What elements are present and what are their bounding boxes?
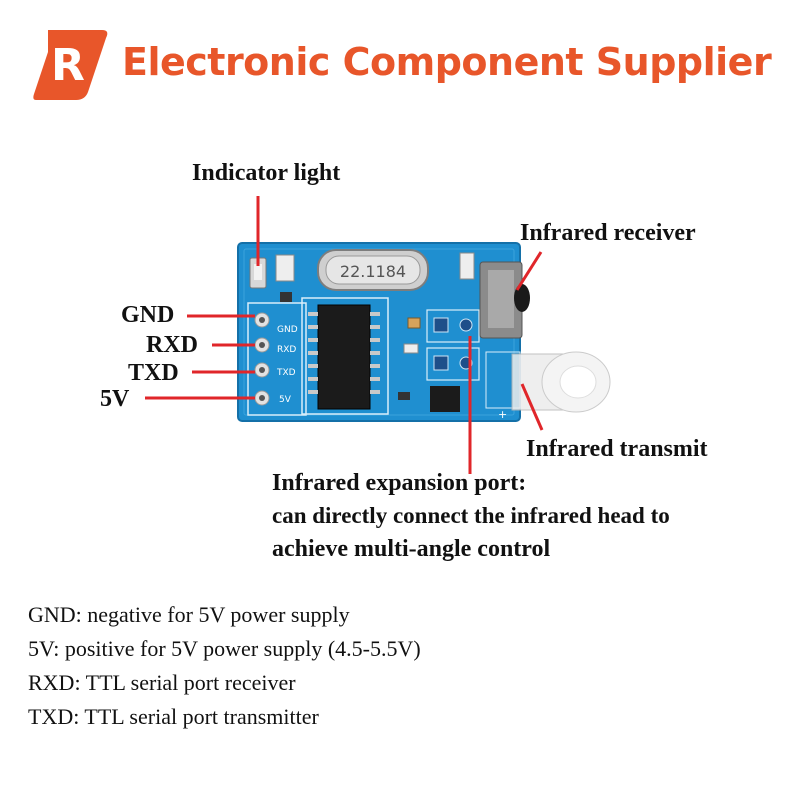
description-line: GND: negative for 5V power supply xyxy=(28,602,350,627)
silk-gnd: GND xyxy=(277,325,298,335)
callout-ir-receiver: Infrared receiver xyxy=(520,220,696,246)
callout-expansion-line3: achieve multi-angle control xyxy=(272,536,551,562)
ic-pins xyxy=(308,312,380,394)
silk-5v: 5V xyxy=(279,395,292,405)
silk-rxd: RXD xyxy=(277,345,296,355)
header-pads xyxy=(254,312,270,406)
description-line: RXD: TTL serial port receiver xyxy=(28,670,296,695)
callout-indicator-light: Indicator light xyxy=(192,160,341,186)
pin-label-5v: 5V xyxy=(100,386,130,412)
leader-receiver xyxy=(515,251,543,291)
pin-label-rxd: RXD xyxy=(146,332,198,358)
pin-label-gnd: GND xyxy=(121,302,175,328)
silk-txd: TXD xyxy=(276,368,296,378)
leader-lines xyxy=(145,196,544,474)
ic-chip xyxy=(317,304,371,410)
description-line: 5V: positive for 5V power supply (4.5-5.… xyxy=(28,636,421,661)
callout-ir-transmit: Infrared transmit xyxy=(526,436,708,462)
crystal-label: 22.1184 xyxy=(340,262,406,281)
ir-led xyxy=(511,351,611,413)
description-line: TXD: TTL serial port transmitter xyxy=(28,704,319,729)
logo-letter: R xyxy=(51,40,85,91)
callout-expansion-line1: Infrared expansion port: xyxy=(272,470,527,496)
pin-label-txd: TXD xyxy=(128,360,179,386)
module-board-illustration: GND RXD TXD 5V 22.1184 + xyxy=(145,196,611,474)
svg-text:+: + xyxy=(498,408,507,421)
page-title: Electronic Component Supplier xyxy=(122,40,772,84)
callout-expansion-line2: can directly connect the infrared head t… xyxy=(272,503,670,528)
brand-logo: R xyxy=(33,30,108,100)
leader-transmit xyxy=(520,383,544,431)
